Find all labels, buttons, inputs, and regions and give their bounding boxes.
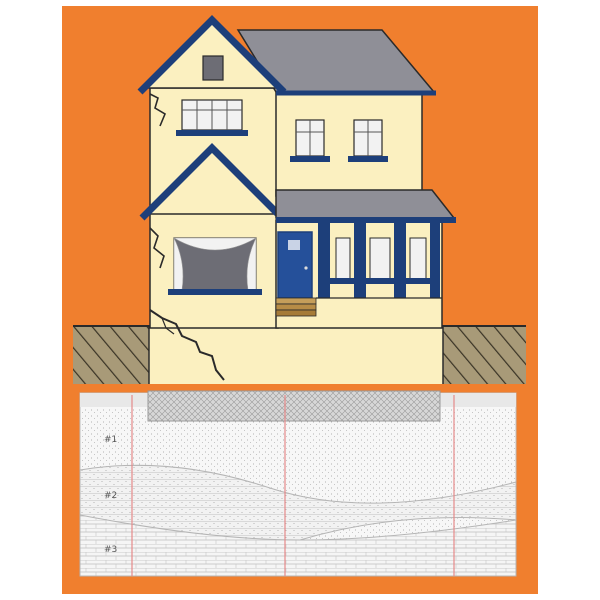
door-steps [276, 298, 316, 304]
layer-label-3: #3 [104, 545, 117, 555]
porch-column-2 [354, 222, 366, 298]
porch-roof [276, 190, 454, 218]
soil-hatch-right [443, 326, 526, 384]
foundation [149, 326, 443, 384]
porch-column-3 [394, 222, 406, 298]
foundation-block [148, 391, 440, 421]
porch-column-4 [430, 222, 440, 298]
window-sill [176, 130, 248, 136]
attic-window [203, 56, 223, 80]
porch-column-1 [318, 222, 330, 298]
soil-hatch-left [73, 326, 149, 384]
layer-label-2: #2 [104, 491, 117, 501]
soil-cross-section-icon: #1 #2 #3 [80, 391, 516, 576]
layer-label-1: #1 [104, 435, 117, 445]
